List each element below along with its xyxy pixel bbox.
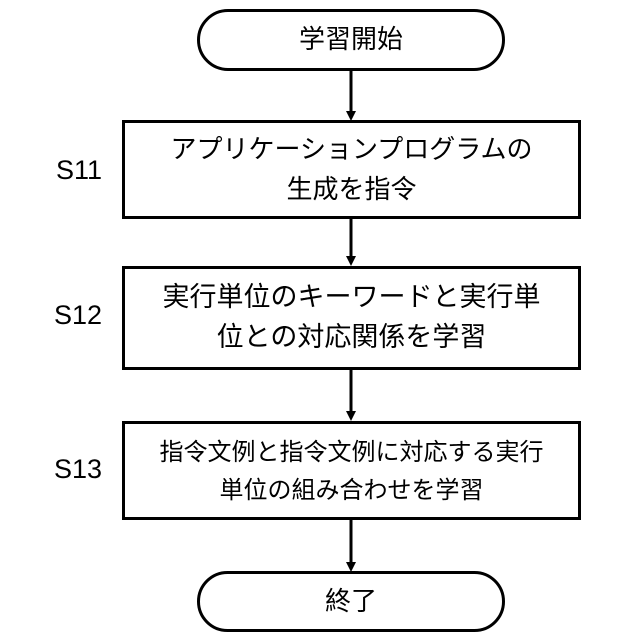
process-text-line: 位との対応関係を学習 — [217, 318, 487, 358]
process-box-s13: 指令文例と指令文例に対応する実行 単位の組み合わせを学習 — [122, 421, 581, 520]
step-label-s11: S11 — [56, 157, 102, 184]
start-label: 学習開始 — [299, 27, 403, 53]
process-text-line: 生成を指令 — [286, 170, 416, 210]
step-label-s13: S13 — [54, 456, 102, 483]
process-text-line: 単位の組み合わせを学習 — [220, 471, 484, 509]
step-label-s12: S12 — [54, 302, 102, 329]
start-terminal: 学習開始 — [197, 9, 505, 71]
process-text-line: アプリケーションプログラムの — [171, 130, 533, 170]
end-terminal: 終了 — [197, 571, 505, 632]
process-box-s11: アプリケーションプログラムの 生成を指令 — [122, 120, 581, 219]
end-label: 終了 — [325, 589, 377, 615]
process-text-line: 指令文例と指令文例に対応する実行 — [160, 433, 544, 471]
process-text-line: 実行単位のキーワードと実行単 — [163, 278, 541, 318]
process-box-s12: 実行単位のキーワードと実行単 位との対応関係を学習 — [122, 266, 581, 370]
